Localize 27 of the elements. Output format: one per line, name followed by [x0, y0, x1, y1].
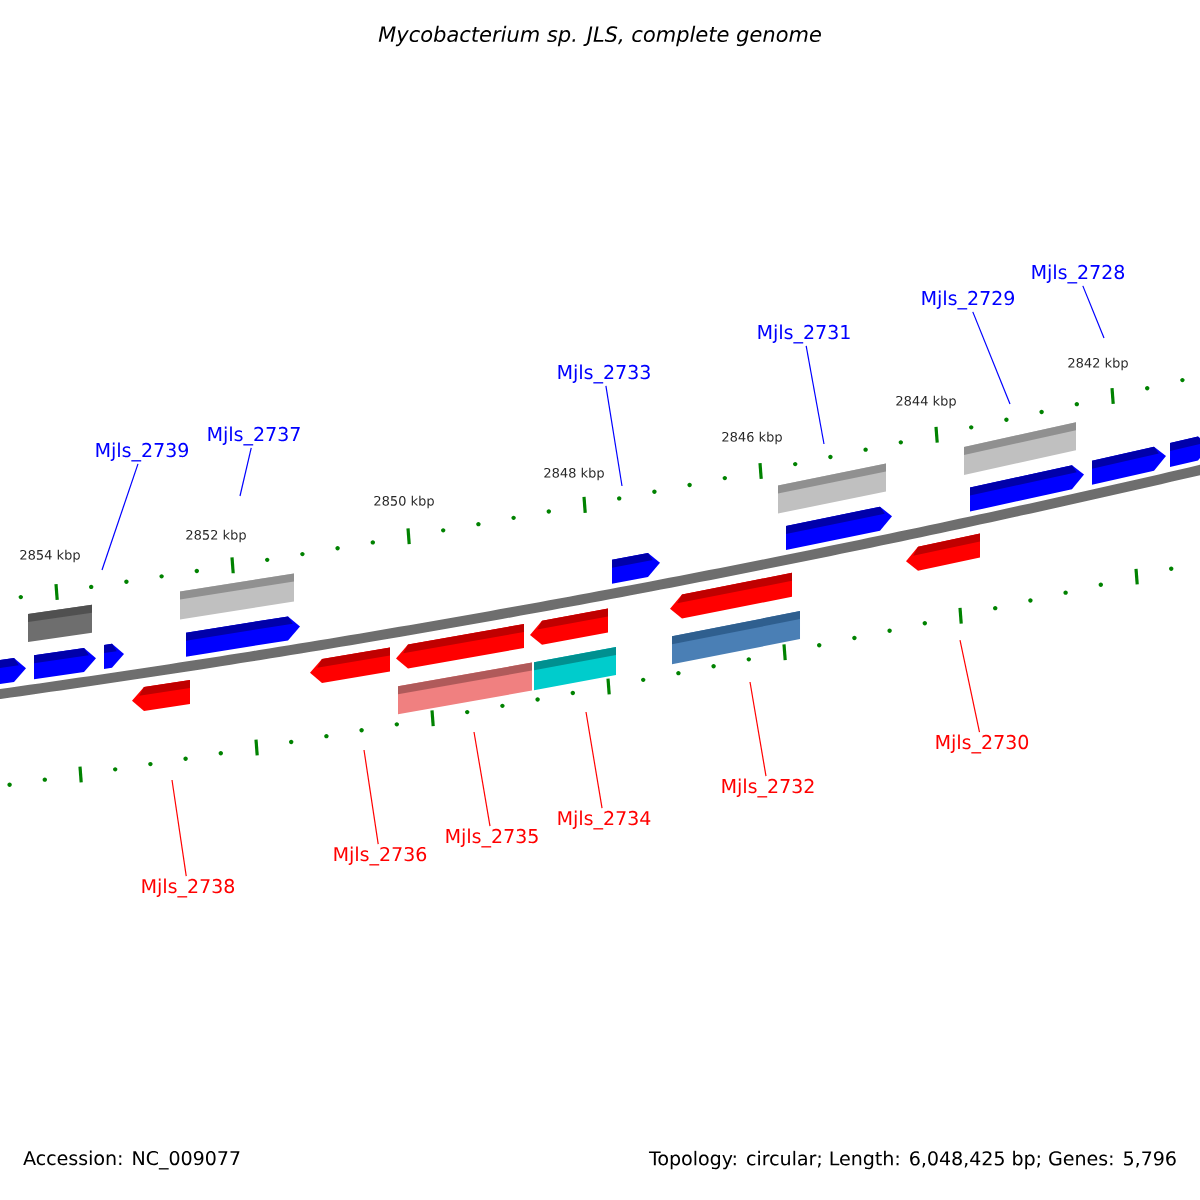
- leader-line: [1082, 285, 1105, 339]
- leader-line: [585, 711, 603, 809]
- gene-label: Mjls_2735: [446, 828, 538, 848]
- gene-label: Mjls_2729: [922, 290, 1015, 310]
- gene-label: Mjls_2731: [758, 324, 850, 344]
- leader-line: [101, 463, 139, 571]
- leader-line: [749, 681, 767, 777]
- gene-label: Mjls_2739: [96, 442, 188, 462]
- gene-label: Mjls_2738: [142, 878, 235, 898]
- leader-line: [959, 639, 981, 733]
- gene-label: Mjls_2736: [334, 846, 427, 866]
- gene-label: Mjls_2730: [936, 734, 1029, 754]
- genome-info-text: Topology: circular; Length: 6,048,425 bp; Genes: 5,796: [648, 1150, 1176, 1170]
- leader-line: [363, 749, 379, 845]
- gene-label: Mjls_2733: [558, 364, 650, 384]
- leader-line: [171, 779, 187, 877]
- leader-line: [239, 447, 252, 497]
- leader-line: [473, 731, 491, 827]
- leader-line: [972, 311, 1011, 405]
- leader-line: [805, 345, 825, 445]
- leader-line: [605, 385, 623, 487]
- accession-text: Accession: NC_009077: [23, 1150, 240, 1170]
- gene-label: Mjls_2737: [208, 426, 300, 446]
- gene-label: Mjls_2732: [722, 778, 814, 798]
- gene-label: Mjls_2734: [558, 810, 651, 830]
- gene-label: Mjls_2728: [1032, 264, 1125, 284]
- chart-title: Mycobacterium sp. JLS, complete genome: [378, 25, 821, 47]
